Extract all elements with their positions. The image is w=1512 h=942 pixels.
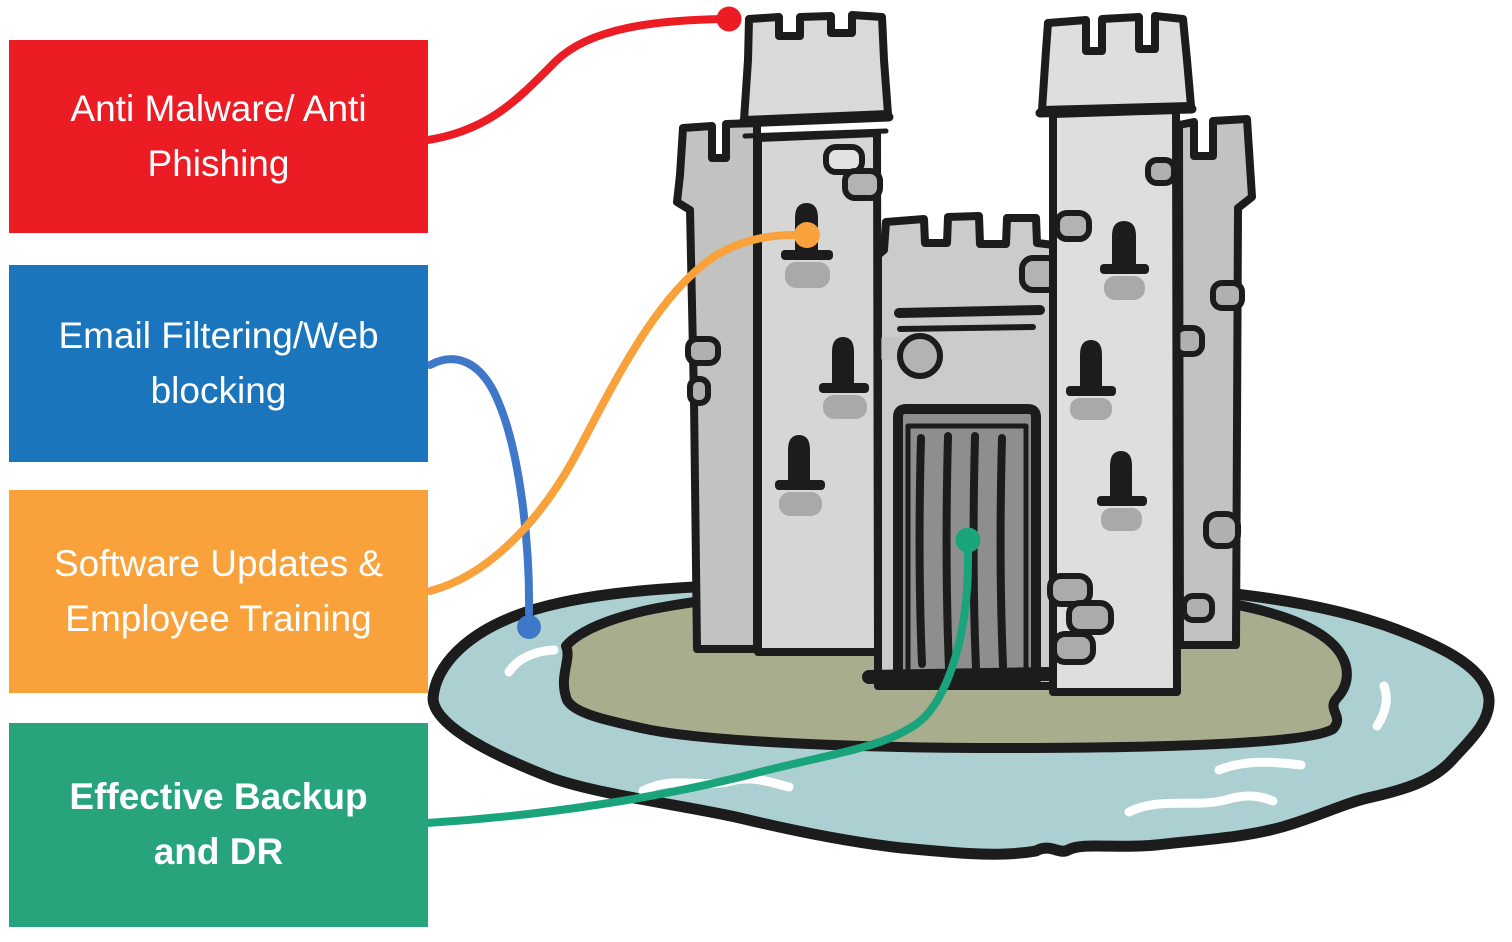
castle — [673, 11, 1256, 696]
window-sill — [819, 383, 869, 393]
stone — [1145, 157, 1177, 186]
stone — [876, 337, 904, 360]
window-shadow — [1101, 508, 1142, 531]
tower-band-line — [1035, 104, 1197, 118]
connector-software-updates-dot — [794, 222, 820, 248]
window-slit — [1112, 221, 1136, 266]
stone — [1203, 511, 1241, 549]
layer-label-backup-dr: Effective Backup and DR — [69, 776, 368, 872]
window-shadow — [785, 262, 830, 288]
connector-backup-dr-line — [423, 549, 972, 827]
gate-sill — [862, 667, 1056, 684]
stone — [685, 336, 721, 366]
stone — [687, 376, 711, 406]
keep-band-line — [897, 324, 1036, 332]
connectors — [423, 6, 981, 827]
tower-back-right — [1175, 115, 1256, 649]
window-shadow — [1070, 398, 1112, 420]
window-slit — [1110, 451, 1132, 498]
window-sill — [1100, 264, 1149, 274]
window-shadow — [823, 395, 867, 419]
layer-box-backup-dr: Effective Backup and DR — [9, 723, 428, 927]
stone — [1210, 280, 1245, 311]
gate-inner-frame — [905, 423, 1029, 678]
stone — [1051, 631, 1096, 665]
tower-front-left-cap — [740, 11, 892, 124]
layer-box-email-filtering: Email Filtering/Web blocking — [9, 265, 428, 462]
stone — [1181, 593, 1215, 623]
layer-box-software-updates: Software Updates & Employee Training — [9, 490, 428, 693]
stone — [897, 333, 943, 379]
window-slit — [832, 337, 854, 385]
moat-wave — [504, 645, 559, 677]
connector-backup-dr-dot — [955, 527, 981, 553]
layer-label-anti-malware: Anti Malware/ Anti Phishing — [70, 87, 367, 184]
connector-email-filtering-dot — [517, 615, 541, 639]
moat-wave — [1124, 791, 1278, 817]
stone — [1047, 573, 1093, 607]
tower-band-line — [737, 112, 894, 128]
tower-windows-front-right — [1066, 221, 1149, 531]
layer-label-software-updates: Software Updates & Employee Training — [53, 542, 384, 639]
window-shadow — [1104, 276, 1145, 300]
layer-box-anti-malware: Anti Malware/ Anti Phishing — [9, 40, 428, 233]
window-sill — [1097, 496, 1147, 506]
connector-software-updates-line — [426, 230, 809, 595]
stone — [1054, 210, 1092, 242]
tower-band-line — [742, 128, 889, 139]
stone — [823, 144, 865, 175]
tower-front-right-cap — [1038, 12, 1195, 114]
connector-anti-malware-dot — [716, 6, 742, 32]
stone — [1066, 600, 1114, 635]
keep-band-line — [894, 305, 1045, 318]
moat-wave — [1214, 757, 1306, 775]
moat-wave — [1372, 681, 1391, 731]
window-sill — [781, 250, 833, 260]
connector-anti-malware-line — [424, 15, 730, 144]
stone — [842, 168, 883, 201]
window-slit — [788, 435, 810, 482]
window-sill — [1066, 386, 1116, 396]
layer-label-email-filtering: Email Filtering/Web blocking — [58, 314, 379, 411]
window-shadow — [779, 492, 822, 516]
window-slit — [1080, 340, 1102, 388]
connector-email-filtering-line — [426, 355, 534, 617]
gate-bars — [915, 432, 1007, 672]
window-sill — [775, 480, 825, 490]
